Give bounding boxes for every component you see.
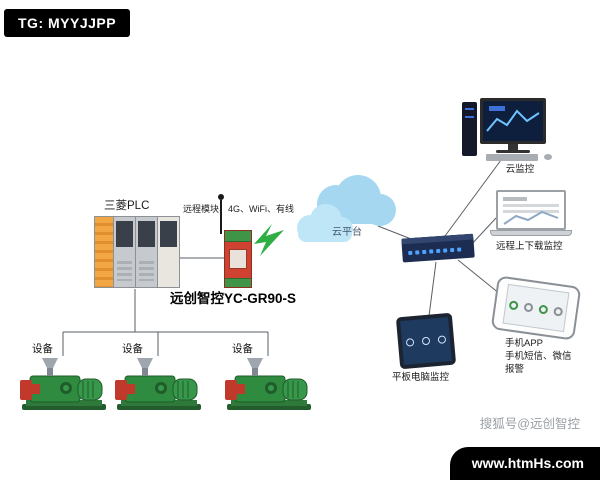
- plc-power-module: [95, 217, 113, 287]
- gauge-icon: [437, 335, 447, 344]
- phone-sms-label: 手机短信、微信: [505, 351, 572, 362]
- plc-module-face: [116, 221, 133, 247]
- gauge-icon: [405, 338, 415, 347]
- plc-expansion-module: [157, 217, 179, 287]
- gauge-icon: [553, 306, 564, 317]
- switch-port-led: [422, 249, 427, 255]
- gauge-icon: [538, 303, 549, 315]
- switch-port-led: [450, 247, 455, 253]
- antenna-icon: [218, 194, 224, 234]
- lightning-icon: [254, 224, 284, 256]
- gauge-icon: [508, 299, 519, 310]
- connector-line: [444, 155, 505, 237]
- equipment-label-1: 设备: [32, 343, 53, 355]
- sohu-watermark: 搜狐号@远创智控: [479, 417, 580, 431]
- gauge-icon: [523, 301, 534, 313]
- tablet-monitor-label: 平板电脑监控: [392, 372, 450, 383]
- equipment-label-2: 设备: [122, 343, 143, 355]
- phone-icon: [490, 275, 582, 341]
- gateway-terminal-bottom: [225, 278, 251, 287]
- equipment-label-3: 设备: [232, 343, 253, 355]
- cloud-platform-label: 云平台: [332, 227, 362, 238]
- switch-port-led: [408, 250, 413, 256]
- plc-cpu-module: [113, 217, 135, 287]
- connector-line: [469, 217, 497, 247]
- gateway-device: [224, 230, 252, 288]
- remote-updownload-label: 远程上下载监控: [496, 241, 563, 252]
- gateway-nameplate: [229, 249, 247, 269]
- connector-line: [428, 261, 437, 317]
- pump-device-2: [115, 354, 203, 412]
- phone-screen: [502, 283, 570, 333]
- website-badge: www.htmHs.com: [449, 447, 600, 480]
- cloud-monitor-label: 云监控: [505, 164, 535, 175]
- remote-module-label: 远程模块、4G、WiFi、有线: [183, 204, 294, 214]
- mouse-icon: [544, 154, 552, 160]
- phone-app-label: 手机APP: [505, 338, 544, 349]
- plc-label: 三菱PLC: [104, 200, 150, 212]
- laptop-icon: [496, 190, 566, 230]
- phone-alarm-label: 报警: [505, 364, 525, 375]
- phone-caption: 手机APP 手机短信、微信 报警: [505, 337, 572, 376]
- monitor-base: [496, 150, 530, 153]
- switch-port-led: [436, 248, 441, 254]
- plc-module-vents: [117, 261, 132, 281]
- switch-port-led: [415, 250, 420, 255]
- plc-module-face: [138, 221, 155, 247]
- gateway-terminal-top: [225, 231, 251, 242]
- pc-monitor-icon: [480, 98, 546, 144]
- monitor-stand: [508, 144, 518, 151]
- plc-module-face: [160, 221, 177, 247]
- plc-device: [94, 216, 180, 288]
- pump-device-3: [225, 354, 313, 412]
- pump-device-1: [20, 354, 108, 412]
- tablet-screen: [400, 316, 452, 366]
- plc-io-module: [135, 217, 157, 287]
- tablet-icon: [395, 312, 457, 370]
- keyboard-icon: [486, 154, 538, 161]
- gauge-icon: [421, 336, 431, 346]
- plc-module-vents: [139, 261, 154, 281]
- switch-port-led: [429, 249, 434, 254]
- switch-port-led: [443, 248, 448, 253]
- pc-tower-icon: [462, 102, 477, 156]
- tg-badge: TG: MYYJJPP: [4, 9, 131, 37]
- cloud-icon: [297, 175, 396, 242]
- network-switch: [401, 233, 475, 263]
- laptop-base: [490, 230, 572, 236]
- switch-port-led: [457, 247, 462, 252]
- gateway-model-label: 远创智控YC-GR90-S: [170, 291, 297, 306]
